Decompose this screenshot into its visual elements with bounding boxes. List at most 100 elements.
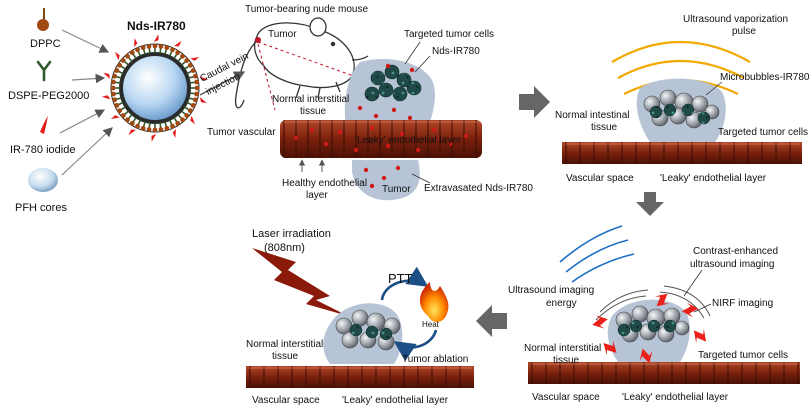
lipid-head (120, 113, 126, 118)
dppc-label: DPPC (30, 38, 61, 50)
lipid-head (125, 117, 130, 123)
lipid-head (140, 125, 146, 131)
microbubble (335, 317, 353, 335)
lipid-head (194, 85, 200, 91)
lipid-head (112, 97, 118, 103)
injection-arrow: Caudal vein injection (198, 51, 250, 98)
nds-ir780-dot (369, 125, 375, 131)
lipid-head (194, 91, 199, 97)
lipid-head (175, 120, 181, 126)
tumor-tissue-upper (344, 59, 435, 140)
imaging-wave-icon (559, 225, 635, 283)
p3-energy-2: energy (546, 298, 577, 309)
nirf-flash (639, 348, 653, 364)
p3-energy-1: Ultrasound imaging (508, 285, 594, 296)
nds-ir780-dot (385, 63, 391, 69)
p4-laser-2: (808nm) (264, 242, 305, 254)
ir780-label: IR-780 iodide (10, 144, 75, 156)
p2-endothelial-cells (565, 142, 800, 164)
p1-leaky-label: 'Leaky' endothelial layer (355, 135, 462, 146)
tumor-cell (349, 323, 363, 337)
tumor-cell (379, 327, 393, 341)
lipid-head (146, 44, 152, 49)
ir780-flame (151, 133, 157, 142)
ir780-flame (190, 57, 200, 61)
p3-endothelial-cells (531, 362, 799, 384)
nds-ir780-dot (363, 167, 369, 173)
p3-contrast-1: Contrast-enhanced (693, 246, 778, 257)
lipid-head (184, 113, 190, 118)
p3-leaky: 'Leaky' endothelial layer (622, 392, 729, 403)
nirf-flash (681, 302, 699, 318)
ir780-flame (200, 97, 207, 104)
p4-heat: Heat (422, 320, 440, 329)
lipid-head (120, 58, 126, 63)
ptt-cycle-arrows (380, 266, 438, 362)
p3-normal-2: tissue (553, 355, 580, 366)
p1-leader-3 (411, 173, 431, 184)
p3-targeted: Targeted tumor cells (698, 350, 788, 361)
tumor-cell (384, 64, 400, 80)
p3-normal-1: Normal interstitial (524, 343, 601, 354)
tumor-cell (649, 105, 663, 119)
tumor-tissue-lower (352, 160, 420, 201)
p1-leader-1 (404, 41, 421, 65)
assembly-arrows (59, 29, 113, 176)
lipid-head (129, 50, 135, 56)
p1-leader-2 (414, 55, 431, 73)
nds-ir780-dot (431, 127, 437, 133)
panel-3-imaging (528, 225, 800, 384)
panel-1-accumulation (280, 59, 482, 201)
ir780-flame (190, 115, 196, 125)
lipid-head (111, 79, 116, 85)
p4-endothelial-cells (249, 366, 472, 388)
p2-pulse-2: pulse (732, 26, 756, 37)
tumor-cell-cluster (364, 64, 422, 102)
p3-echo-waves (595, 285, 711, 321)
p2-vascular-space: Vascular space (566, 173, 634, 184)
lipid-head (117, 108, 123, 114)
tumor-cell (396, 72, 412, 88)
p2-targeted: Targeted tumor cells (718, 127, 808, 138)
p3-leader-2 (693, 303, 712, 313)
lipid-head (184, 58, 190, 63)
lipid-head (192, 97, 198, 103)
lipid-head (110, 85, 116, 91)
nirf-flash (654, 293, 670, 307)
heat-flame-icon (419, 282, 449, 322)
ir780-flame (114, 51, 120, 61)
pfh-label: PFH cores (15, 202, 67, 214)
lipid-head (187, 62, 193, 68)
p4-vascular-space: Vascular space (252, 395, 320, 406)
lipid-head (175, 50, 181, 56)
lipid-head (180, 53, 185, 59)
microbubble (351, 309, 369, 327)
p2-microbubble-cluster (643, 89, 720, 129)
lipid-head (170, 47, 175, 53)
p1-targeted-label: Targeted tumor cells (404, 29, 494, 40)
nds-ir780-dot (399, 131, 405, 137)
p1-tumor-vascular: Tumor vascular (207, 127, 276, 138)
lipid-head (152, 127, 158, 133)
nds-ir780-dot (369, 183, 375, 189)
flow-arrow-down (636, 192, 664, 216)
p2-leader-1 (705, 81, 723, 96)
tumor-cell (681, 103, 695, 117)
p3-leader-1 (683, 269, 703, 297)
nds-ir780-particle (101, 34, 209, 142)
nds-ir780-particles (293, 63, 469, 189)
lipid-head (164, 45, 170, 51)
p1-healthy-arrows (298, 159, 326, 172)
nds-ir780-dot (309, 127, 315, 133)
p3-microbubble-cluster (615, 305, 690, 343)
p4-normal-1: Normal interstitial (246, 339, 323, 350)
tumor-cell (406, 80, 422, 96)
nds-ir780-dot (381, 175, 387, 181)
tumor-cell (378, 82, 394, 98)
nds-ir780-dot (373, 113, 379, 119)
microbubble (341, 331, 359, 349)
lipid-head (152, 43, 158, 49)
panel-4-therapy (246, 248, 474, 388)
p3-nirf: NIRF imaging (712, 298, 773, 309)
